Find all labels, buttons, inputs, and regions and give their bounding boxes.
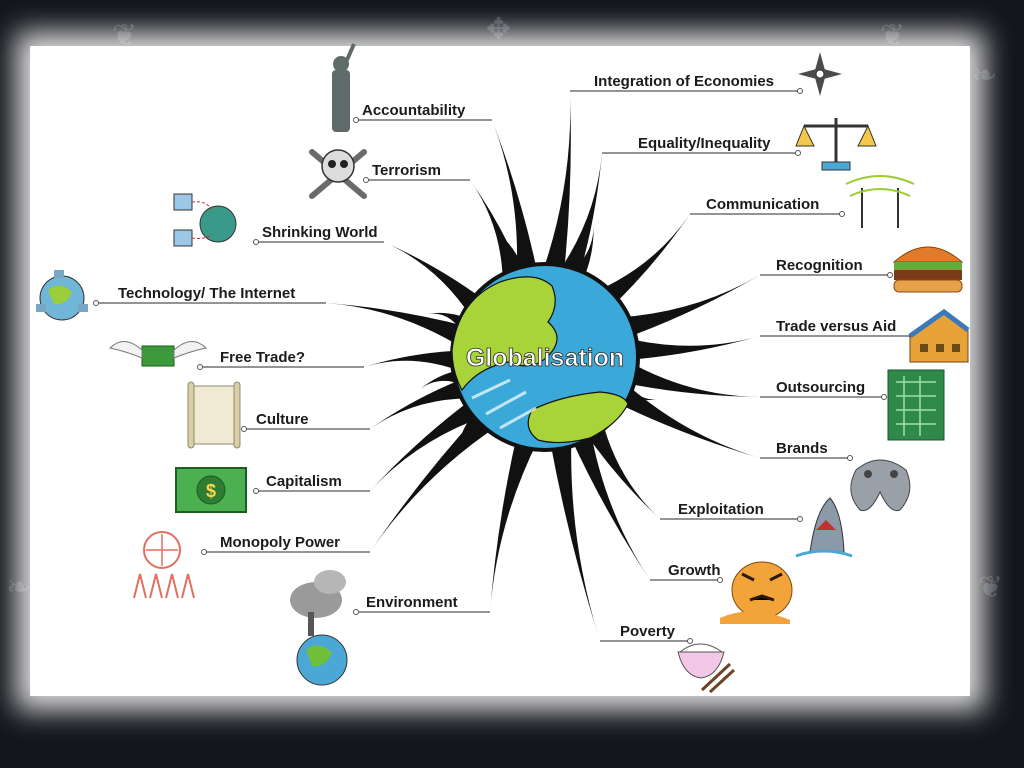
connector-dot-recognition: [887, 272, 893, 278]
connector-dot-culture: [241, 426, 247, 432]
spoke-trade-versus-aid: [625, 336, 760, 360]
connector-dot-brands: [847, 455, 853, 461]
connector-dot-environment: [353, 609, 359, 615]
branch-label-outsourcing: Outsourcing: [776, 379, 865, 396]
branch-label-trade-versus-aid: Trade versus Aid: [776, 318, 896, 335]
networked-computers-icon: [173, 193, 237, 247]
radio-towers-icon: [845, 175, 915, 228]
branch-label-free-trade: Free Trade?: [220, 349, 305, 366]
spoke-accountability: [492, 120, 538, 280]
connector-dot-terrorism: [363, 177, 369, 183]
spoke-growth: [569, 426, 650, 580]
shark-icon: [795, 497, 853, 558]
branch-label-monopoly-power: Monopoly Power: [220, 534, 340, 551]
center-node: Globalisation: [450, 262, 640, 452]
connector-dot-growth: [717, 577, 723, 583]
spoke-poverty: [549, 435, 600, 641]
branch-label-terrorism: Terrorism: [372, 162, 441, 179]
statue-of-liberty-icon: [332, 43, 356, 132]
connector-dot-integration-of-economies: [797, 88, 803, 94]
spoke-environment: [490, 434, 539, 612]
connector-dot-shrinking-world: [253, 239, 259, 245]
svg-text:$: $: [206, 481, 216, 501]
compass-icon: [798, 52, 842, 96]
game-controller-icon: [850, 459, 911, 512]
branch-label-brands: Brands: [776, 440, 828, 457]
connector-dot-capitalism: [253, 488, 259, 494]
people-holding-globe-icon: [133, 531, 195, 599]
branch-label-environment: Environment: [366, 594, 458, 611]
spoke-outsourcing: [623, 361, 760, 397]
connector-dot-communication: [839, 211, 845, 217]
branch-label-equality-inequality: Equality/Inequality: [638, 135, 771, 152]
branch-spokes: [326, 91, 760, 641]
connector-dot-technology-internet: [93, 300, 99, 306]
left-branch-labels: Accountability Terrorism Shrinking World…: [118, 102, 466, 611]
branch-label-accountability: Accountability: [362, 102, 466, 119]
spoke-terrorism: [470, 180, 524, 286]
skull-crossbones-icon: [309, 149, 367, 199]
branch-connectors: [93, 88, 915, 644]
spoke-free-trade: [364, 350, 464, 373]
spoke-equality-inequality: [556, 153, 602, 281]
corner-ornament: ❧: [972, 58, 998, 93]
corner-ornament: ❦: [978, 570, 1004, 605]
connector-dot-poverty: [687, 638, 693, 644]
spoke-extra-1: [564, 223, 594, 284]
flying-money-icon: [109, 341, 207, 367]
branch-label-exploitation: Exploitation: [678, 501, 764, 518]
spoke-capitalism: [370, 398, 487, 491]
globe-icon: [450, 262, 640, 452]
branch-label-recognition: Recognition: [776, 257, 863, 274]
spoke-recognition: [617, 275, 760, 339]
corner-ornament: ✥: [486, 12, 512, 47]
branch-label-growth: Growth: [668, 562, 721, 579]
branch-label-technology-internet: Technology/ The Internet: [118, 285, 295, 302]
connector-dot-accountability: [353, 117, 359, 123]
rice-bowl-icon: [677, 643, 736, 694]
spoke-communication: [595, 214, 690, 308]
branch-label-capitalism: Capitalism: [266, 473, 342, 490]
scroll-icon: [187, 381, 241, 449]
branch-label-shrinking-world: Shrinking World: [262, 224, 378, 241]
branch-label-poverty: Poverty: [620, 623, 676, 640]
spoke-shrinking-world: [384, 242, 485, 319]
branch-label-culture: Culture: [256, 411, 309, 428]
spoke-culture: [370, 378, 474, 429]
branch-label-communication: Communication: [706, 196, 819, 213]
connector-dot-exploitation: [797, 516, 803, 522]
spoke-exploitation: [583, 417, 660, 519]
branch-label-integration-of-economies: Integration of Economies: [594, 73, 774, 90]
right-branch-labels: Integration of Economies Equality/Inequa…: [594, 73, 896, 640]
spoke-integration-of-economies: [541, 91, 571, 277]
connector-dot-free-trade: [197, 364, 203, 370]
dollar-bill-icon: $: [175, 467, 247, 513]
connector-dot-equality-inequality: [795, 150, 801, 156]
connector-dot-monopoly-power: [201, 549, 207, 555]
spoke-monopoly-power: [370, 410, 499, 552]
connector-dot-outsourcing: [881, 394, 887, 400]
tiger-icon: [720, 561, 793, 624]
center-title: Globalisation: [466, 344, 624, 372]
connected-globe-icon: [36, 270, 88, 321]
circuit-board-icon: [887, 369, 945, 441]
corner-ornament: ❧: [6, 570, 32, 605]
hamburger-icon: [892, 246, 964, 293]
scales-icon: [795, 118, 877, 171]
building-icon: [908, 308, 970, 363]
polluted-earth-icon: [290, 570, 348, 686]
spoke-technology-internet: [326, 303, 469, 349]
